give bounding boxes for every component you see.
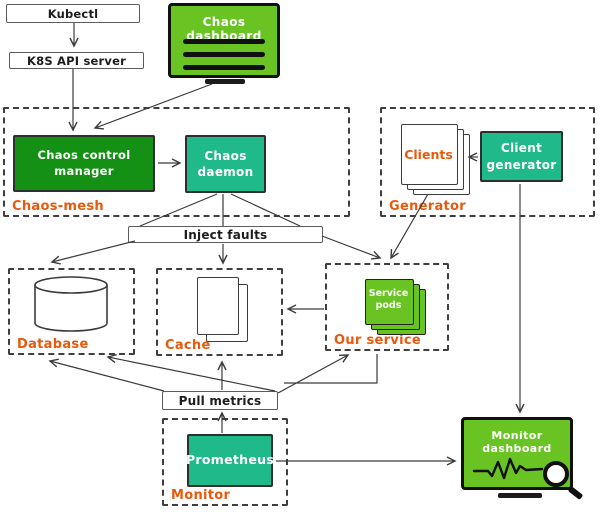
edge-pullmetrics-to-database-1: [48, 358, 165, 392]
k8s-api-server-node: K8S API server: [9, 52, 144, 69]
clients-node: Clients: [401, 124, 471, 198]
chaos-dashboard-node: Chaos dashboard: [168, 3, 280, 78]
magnifier-handle-icon: [567, 486, 584, 500]
database-group-label: Database: [17, 337, 89, 352]
service-pods-node: Service pods: [365, 279, 427, 337]
k8s-api-server-label: K8S API server: [27, 53, 126, 68]
chaos-dashboard-stand: [205, 79, 245, 84]
database-group: Database: [8, 268, 135, 355]
heartbeat-line-icon: [472, 457, 544, 480]
chaos-control-manager-node: Chaos control manager: [13, 135, 155, 192]
text-line-icon: [183, 52, 265, 57]
cache-papers-icon: [197, 277, 249, 343]
chaos-mesh-group-label: Chaos-mesh: [12, 199, 104, 214]
pull-metrics-node: Pull metrics: [162, 391, 278, 410]
cache-group-label: Cache: [165, 338, 211, 353]
generator-group-label: Generator: [389, 199, 466, 214]
edge-injectfaults-to-ourservice: [321, 235, 382, 260]
monitor-dashboard-stand: [498, 493, 542, 498]
monitor-dashboard-label: Monitor dashboard: [482, 429, 552, 455]
edge-injectfaults-to-database: [50, 240, 136, 265]
kubectl-node: Kubectl: [6, 4, 140, 23]
our-service-group-label: Our service: [334, 333, 421, 348]
clients-paper-front-icon: [401, 124, 458, 185]
cache-group: Cache: [156, 268, 283, 356]
client-generator-node: Client generator: [480, 131, 563, 182]
inject-faults-node: Inject faults: [128, 226, 323, 243]
cache-paper-front-icon: [197, 277, 239, 335]
chaos-daemon-node: Chaos daemon: [185, 135, 266, 193]
monitor-group-label: Monitor: [171, 488, 231, 503]
chaos-control-manager-label: Chaos control manager: [37, 147, 131, 178]
our-service-group: Our service: [325, 263, 449, 351]
client-generator-label: Client generator: [486, 141, 557, 172]
edge-pullmetrics-to-ourservice: [277, 354, 350, 394]
service-pods-label: Service pods: [368, 288, 409, 312]
prometheus-label: Prometheus: [185, 452, 275, 468]
chaos-daemon-label: Chaos daemon: [197, 148, 254, 179]
magnifier-icon: [543, 461, 569, 487]
inject-faults-label: Inject faults: [183, 227, 268, 242]
pull-metrics-label: Pull metrics: [178, 393, 262, 408]
text-line-icon: [183, 39, 265, 44]
prometheus-node: Prometheus: [185, 434, 275, 487]
edge-ourservice-elbow-to-pullmetrics: [284, 354, 378, 384]
text-line-icon: [183, 65, 265, 70]
pod-front-icon: [365, 279, 414, 325]
clients-label: Clients: [404, 147, 453, 162]
kubectl-label: Kubectl: [47, 6, 99, 21]
database-cylinder-icon: [34, 276, 108, 332]
edge-pullmetrics-to-database-2: [106, 354, 276, 392]
